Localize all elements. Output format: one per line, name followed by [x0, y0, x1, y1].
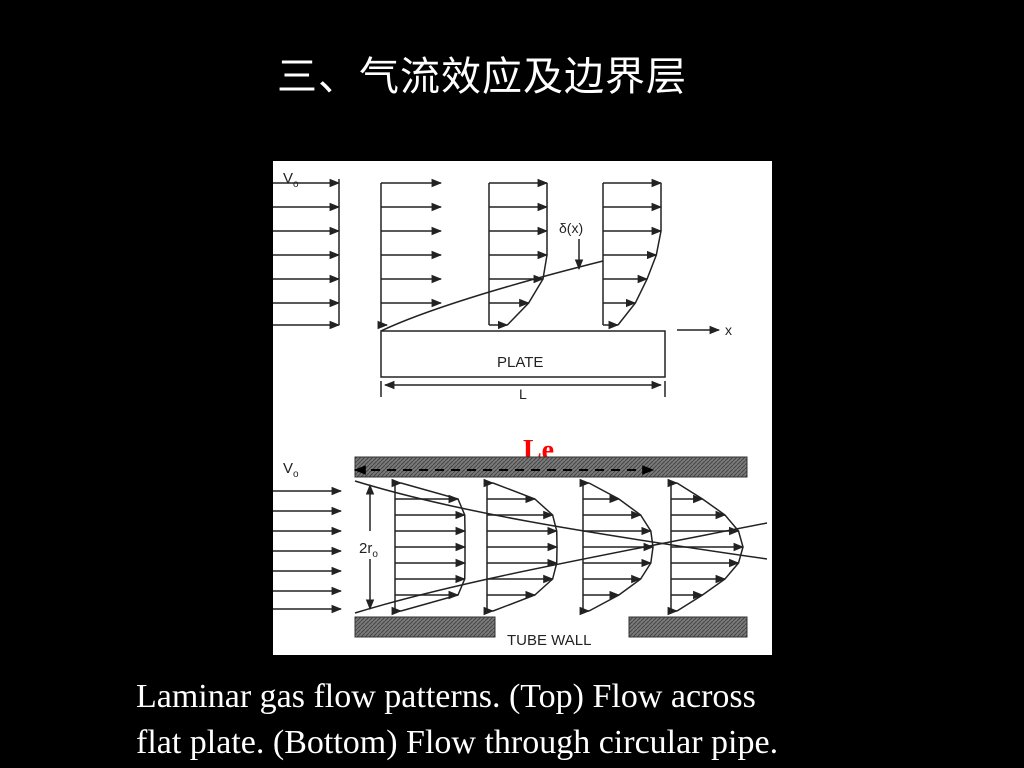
boundary-layer-bottom-line — [354, 522, 768, 614]
profile-2-envelope — [506, 183, 548, 326]
boundary-layer-top-line — [354, 480, 768, 560]
length-label: L — [519, 386, 527, 402]
boundary-layer-profile-middle — [488, 178, 549, 330]
plate — [380, 330, 666, 378]
profile-3-envelope — [617, 183, 662, 326]
tube-wall-top — [354, 456, 748, 478]
caption-line-1: Laminar gas flow patterns. (Top) Flow ac… — [136, 678, 756, 715]
dev-4-envelope — [676, 482, 744, 612]
diagram-background — [273, 161, 772, 655]
top-velocity-label: Vo — [283, 170, 299, 190]
developing-profile-2 — [483, 478, 559, 616]
boundary-layer-profile-downstream — [602, 178, 663, 330]
flow-diagram: Vo δ(x) PLATE x L Le TUBE WALL V — [273, 161, 772, 655]
tube-inlet-velocity-profile — [273, 486, 343, 614]
tube-flow-diagram: Le TUBE WALL Vo 2ro — [273, 435, 768, 649]
tube-wall-label: TUBE WALL — [507, 632, 591, 649]
incoming-velocity-profile — [273, 178, 341, 330]
boundary-layer-edge-line — [380, 260, 604, 332]
dev-3-envelope — [588, 482, 654, 612]
bottom-velocity-label: Vo — [283, 460, 299, 480]
caption-line-2: flat plate. (Bottom) Flow through circul… — [136, 724, 779, 761]
slide-title: 三、气流效应及边界层 — [277, 54, 687, 100]
uniform-profile-leading-edge — [377, 178, 443, 330]
plate-label: PLATE — [497, 354, 543, 371]
tube-wall-bottom-left — [354, 616, 496, 638]
developing-profile-1 — [391, 478, 467, 616]
dev-2-envelope — [492, 482, 558, 612]
diameter-label: 2ro — [359, 540, 378, 560]
flat-plate-diagram: Vo δ(x) PLATE x L — [273, 170, 732, 402]
fully-developed-profile — [667, 478, 745, 616]
dev-1-envelope — [400, 482, 466, 612]
tube-wall-bottom-right — [628, 616, 748, 638]
slide-caption: Laminar gas flow patterns. (Top) Flow ac… — [136, 674, 936, 766]
x-axis-label: x — [725, 322, 732, 338]
delta-label: δ(x) — [559, 220, 583, 236]
